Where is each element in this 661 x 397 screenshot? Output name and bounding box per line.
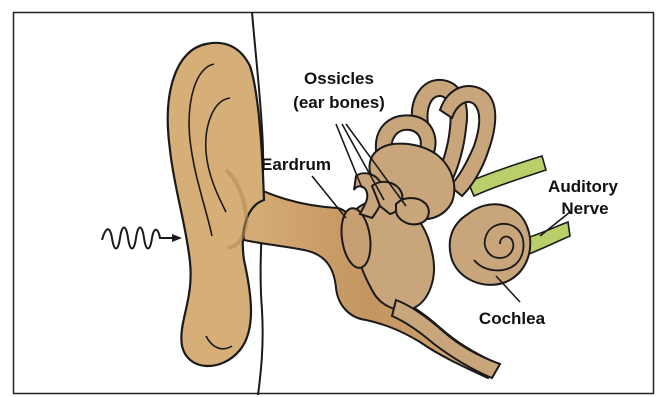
eardrum-label: Eardrum [261,155,331,174]
cochlea-label: Cochlea [479,309,546,328]
ossicles-label-line2: (ear bones) [293,93,385,112]
auditory-nerve-label-line2: Nerve [561,199,608,218]
auditory-nerve-label-line1: Auditory [548,177,618,196]
ossicle-stapes [396,198,429,224]
ossicles-label-line1: Ossicles [304,69,374,88]
